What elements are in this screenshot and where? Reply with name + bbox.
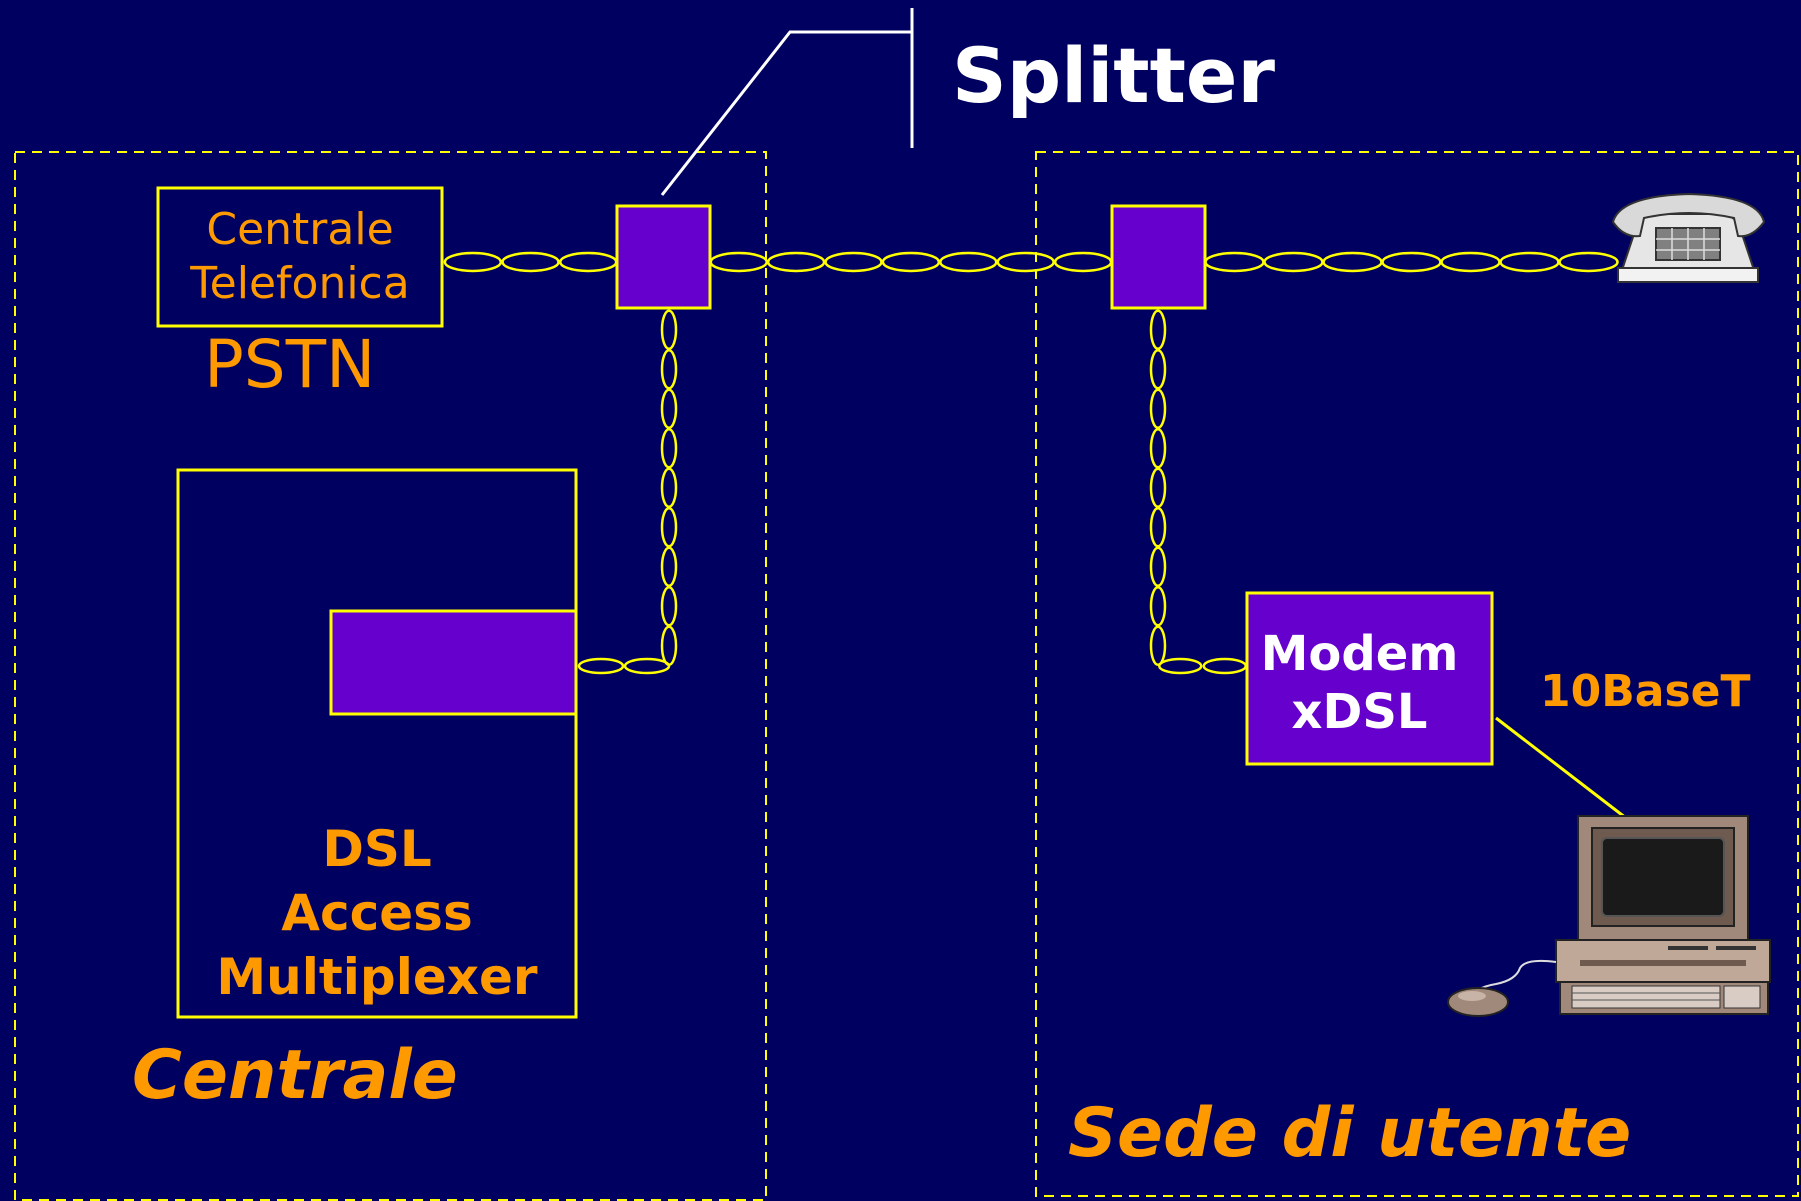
wire-splitter-dslam [660, 507, 678, 548]
centrale-zone-border [14, 151, 767, 1201]
wire-splitter-telephone [1558, 251, 1619, 273]
wire-splitter-dslam [660, 428, 678, 469]
wire-splitter-modem [1149, 349, 1167, 390]
wire-splitter-splitter [996, 251, 1055, 273]
wire-splitter-dslam [660, 309, 678, 350]
wire-splitter-modem [1149, 586, 1167, 627]
tenbaset-label: 10BaseT [1540, 666, 1751, 717]
wire-splitter-dslam [660, 546, 678, 587]
wire-splitter-dslam [660, 349, 678, 390]
wire-splitter-telephone [1263, 251, 1324, 273]
wire-pstn-splitter [443, 251, 503, 273]
modem-box [1245, 591, 1494, 766]
wire-splitter-dslam [660, 586, 678, 627]
centrale-zone-label: Centrale [132, 1036, 458, 1115]
wire-splitter-modem [1149, 507, 1167, 548]
wire-splitter-telephone [1440, 251, 1501, 273]
sede-zone-label: Sede di utente [1068, 1094, 1632, 1173]
sede-zone-border [1035, 151, 1799, 1197]
wire-splitter-splitter [709, 251, 768, 273]
wire-pstn-splitter [501, 251, 560, 273]
centrale-telefonica-box [156, 186, 444, 328]
mouse-icon [1447, 987, 1509, 1017]
splitter-callout-line [660, 30, 912, 196]
wire-splitter-splitter [939, 251, 998, 273]
modem-label-line1: Modem [1260, 626, 1459, 682]
wire-splitter-modem [1149, 428, 1167, 469]
ethernet-cable [1495, 716, 1627, 820]
wire-splitter-modem [1149, 309, 1167, 350]
wire-splitter-splitter [824, 251, 883, 273]
dslam-label-line1: DSL [322, 820, 432, 878]
dslam-label-line3: Multiplexer [216, 948, 538, 1006]
telephone-icon [1611, 192, 1766, 283]
wire-splitter-modem [1149, 467, 1167, 508]
dslam-port [329, 609, 578, 716]
wire-splitter-telephone [1499, 251, 1560, 273]
wire-splitter-modem [1149, 388, 1167, 429]
wire-splitter-modem [1149, 546, 1167, 587]
wire-splitter-modem [1149, 625, 1167, 666]
wire-splitter-modem [1202, 657, 1247, 675]
wire-splitter-dslam [660, 467, 678, 508]
wire-splitter-dslam [577, 657, 625, 675]
modem-label-line2: xDSL [1291, 684, 1428, 740]
centrale-telefonica-label-line2: Telefonica [190, 258, 410, 309]
wire-splitter-dslam [660, 625, 678, 666]
twisted-pair-wires [443, 251, 1619, 675]
wire-splitter-telephone [1322, 251, 1383, 273]
wire-pstn-splitter [559, 251, 618, 273]
splitter-user [1110, 204, 1207, 310]
wire-splitter-dslam [623, 657, 671, 675]
dslam-box [176, 468, 578, 1019]
splitter-label: Splitter [952, 31, 1275, 120]
centrale-telefonica-label-line1: Centrale [206, 204, 394, 255]
wire-splitter-splitter [766, 251, 826, 273]
dslam-label-line2: Access [281, 884, 473, 942]
wire-splitter-modem [1158, 657, 1203, 675]
wire-splitter-telephone [1204, 251, 1265, 273]
pstn-label: PSTN [204, 326, 376, 403]
wire-splitter-telephone [1381, 251, 1442, 273]
wire-splitter-splitter [1053, 251, 1113, 273]
splitter-central [615, 204, 712, 310]
computer-icon [1477, 815, 1771, 1015]
wire-splitter-splitter [881, 251, 941, 273]
wire-splitter-dslam [660, 388, 678, 429]
